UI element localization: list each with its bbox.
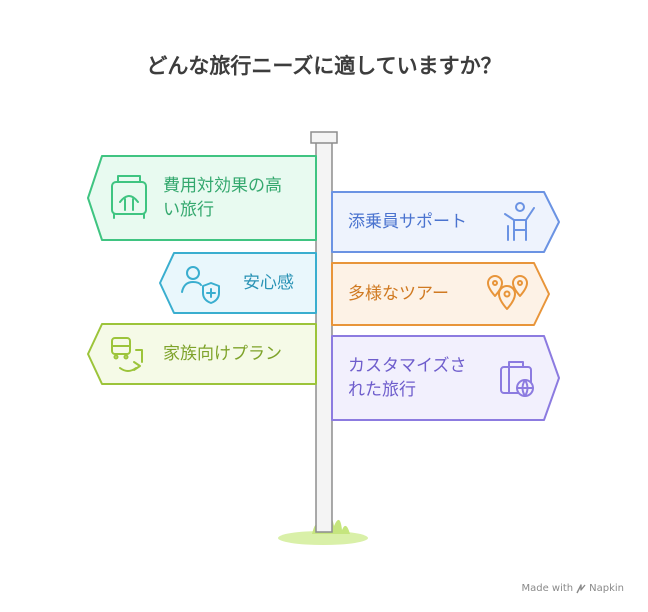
sign-family-label: 家族向けプラン	[163, 342, 282, 366]
sign-family-plans	[87, 323, 317, 385]
user-shield-icon	[181, 266, 220, 304]
budget-wallet-icon	[111, 175, 147, 219]
sign-escort-support	[331, 191, 560, 253]
sign-various-tours	[331, 262, 550, 326]
sign-custom-line-1: カスタマイズさ	[348, 356, 467, 376]
luggage-globe-icon	[500, 361, 534, 397]
watermark-brand: Napkin	[589, 583, 624, 594]
diagram-title: どんな旅行ニーズに適していますか？	[146, 54, 502, 78]
watermark-text: Made with	[521, 583, 574, 594]
sign-cost-line-1: 費用対効果の高	[163, 176, 282, 196]
sign-custom-line-2: れた旅行	[348, 380, 416, 400]
sign-customized-travel	[331, 335, 560, 421]
sign-cost-label: 費用対効果の高 い旅行	[163, 174, 282, 222]
sign-safety	[159, 252, 317, 314]
sign-family-line-1: 家族向けプラン	[163, 344, 282, 364]
sign-custom-label: カスタマイズさ れた旅行	[348, 354, 467, 402]
sign-tours-line-1: 多様なツアー	[348, 284, 449, 304]
signpost-pole	[310, 131, 338, 533]
sign-tours-label: 多様なツアー	[348, 282, 449, 306]
sign-cost-effective	[87, 155, 317, 241]
sign-safety-line-1: 安心感	[243, 273, 294, 293]
guide-person-icon	[504, 202, 535, 241]
family-bus-icon	[111, 337, 143, 372]
sign-safety-label: 安心感	[243, 271, 294, 295]
watermark: Made with Napkin	[521, 583, 624, 594]
map-pins-icon	[487, 275, 528, 310]
sign-cost-line-2: い旅行	[163, 200, 214, 220]
sign-escort-label: 添乗員サポート	[348, 210, 467, 234]
sign-escort-line-1: 添乗員サポート	[348, 212, 467, 232]
napkin-logo-icon	[576, 583, 586, 593]
